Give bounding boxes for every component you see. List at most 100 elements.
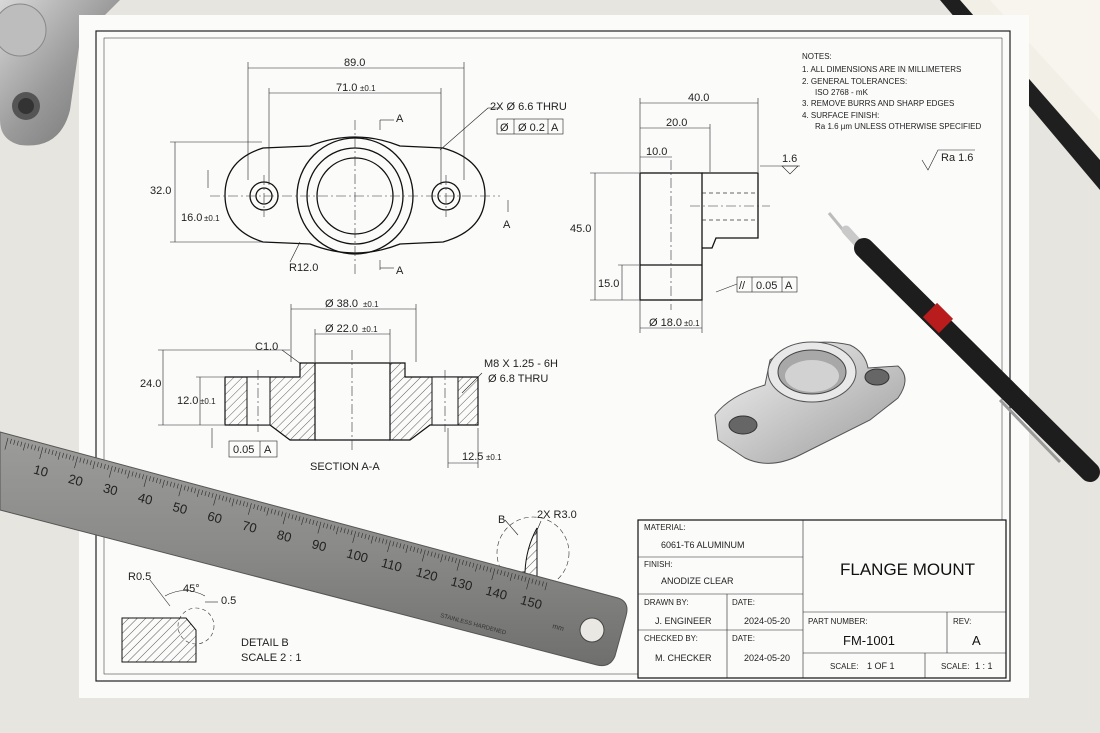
ruler-tick [166, 480, 169, 486]
note-4-detail: Ra 1.6 µm UNLESS OTHERWISE SPECIFIED [815, 122, 982, 131]
ruler-tick [266, 507, 270, 516]
detail-chamfer: 0.5 [221, 595, 236, 607]
ruler-tick [541, 581, 544, 587]
ruler-tick [30, 444, 33, 450]
ruler-tick [333, 525, 336, 531]
notes-heading: NOTES: [802, 52, 832, 61]
fcf-value-side: 0.05 [756, 280, 777, 292]
thread-callout: M8 X 1.25 - 6H [484, 358, 558, 370]
tb-finish-label: FINISH: [644, 560, 672, 569]
tb-checked: M. CHECKER [655, 653, 712, 663]
dim-outer-dia-tol: ±0.1 [363, 300, 379, 309]
ruler-tick [159, 478, 162, 484]
drawing-border [95, 30, 1011, 682]
ruler-tick [514, 573, 516, 579]
ruler-tick [468, 561, 471, 567]
ruler-tick [440, 554, 443, 563]
ruler-tick [368, 534, 370, 540]
roughness-symbol: Ra 1.6 [941, 152, 973, 164]
ruler-tick [444, 555, 447, 561]
dim-side-width: 40.0 [688, 92, 709, 104]
ruler-number: 20 [67, 471, 85, 489]
ruler-tick [27, 443, 30, 449]
ruler-tick [51, 450, 54, 456]
thread-drill: Ø 6.8 THRU [488, 373, 548, 385]
ruler-tick [370, 535, 374, 544]
ruler-tick [148, 476, 151, 482]
ruler-tick [20, 441, 23, 447]
ruler-tick [475, 563, 478, 572]
ruler-tick [211, 492, 214, 498]
ruler-tick [178, 484, 183, 497]
ruler-tick [421, 549, 426, 562]
ruler-tick [456, 559, 461, 571]
dim-side-diameter: Ø 18.0 [649, 317, 682, 329]
detail-r-small: R0.5 [128, 571, 151, 583]
ruler-tick [451, 557, 454, 563]
ruler-tick [308, 518, 311, 524]
chamfer-callout: C1.0 [255, 341, 278, 353]
ruler-tick [183, 485, 186, 491]
ruler-tick [135, 472, 137, 478]
ruler-tick [274, 509, 277, 515]
ruler-tick [472, 562, 475, 568]
ruler-tick [187, 486, 190, 492]
dim-hole-spacing-tol: ±0.1 [360, 84, 376, 93]
isometric-view [714, 341, 906, 464]
ruler-tick [507, 572, 510, 578]
dim-side-height: 45.0 [570, 223, 591, 235]
ruler-tick [322, 522, 325, 528]
ruler-tick [437, 553, 440, 559]
ruler-tick [361, 532, 363, 538]
ruler-tick [461, 559, 464, 565]
ruler-tick [108, 465, 113, 478]
ruler-tick [427, 550, 430, 556]
pen-photo [827, 212, 1100, 482]
ruler-tick [69, 454, 71, 460]
ruler-tick [489, 567, 492, 573]
detail-radius: 2X R3.0 [537, 509, 577, 521]
fcf-symbol-top: Ø [500, 122, 509, 134]
tb-part-label: PART NUMBER: [808, 617, 868, 626]
ruler-number: 120 [415, 564, 440, 584]
ruler-tick [482, 565, 485, 571]
ruler-tick [169, 481, 172, 487]
tb-checked-label: CHECKED BY: [644, 634, 698, 643]
dim-inner-dia: Ø 22.0 [325, 323, 358, 335]
notes: NOTES: 1. ALL DIMENSIONS ARE IN MILLIMET… [802, 52, 982, 171]
tb-material: 6061-T6 ALUMINUM [661, 540, 745, 550]
ruler-tick [124, 469, 127, 475]
ruler-unit: mm [551, 623, 564, 633]
ruler-number: 10 [32, 462, 50, 480]
note-2: 2. GENERAL TOLERANCES: [802, 77, 907, 86]
ruler-tick [298, 516, 301, 522]
detail-scale: SCALE 2 : 1 [241, 652, 302, 664]
datum-a-top: A [503, 219, 511, 231]
ruler-tick [204, 491, 207, 497]
ruler-tick [387, 540, 391, 553]
tb-rev-label: REV: [953, 617, 971, 626]
ruler-tick [208, 491, 210, 497]
ruler-tick [517, 574, 520, 580]
ruler-tick [305, 518, 308, 524]
note-3: 3. REMOVE BURRS AND SHARP EDGES [802, 99, 954, 108]
tb-material-label: MATERIAL: [644, 523, 686, 532]
ruler-tick [263, 506, 266, 512]
ruler-tick [103, 464, 106, 469]
ruler-tick [121, 468, 124, 474]
ruler-tick [395, 542, 398, 548]
ruler-tick [117, 467, 120, 473]
ruler-tick [194, 488, 197, 494]
ruler-number: 50 [171, 499, 189, 517]
ruler-tick [479, 564, 482, 570]
tb-sheet: 1 OF 1 [867, 661, 895, 671]
ruler-tick [454, 558, 457, 564]
ruler-tick [491, 568, 496, 581]
ruler-tick [340, 527, 343, 533]
dim-half-height-tol: ±0.1 [204, 214, 220, 223]
section-mark-bottom: A [396, 265, 404, 277]
ruler-tick [222, 495, 224, 501]
tb-part: FM-1001 [843, 633, 895, 648]
top-view: 89.0 71.0 ±0.1 2X Ø 6.6 THRU Ø Ø 0.2 A 3… [150, 57, 567, 277]
